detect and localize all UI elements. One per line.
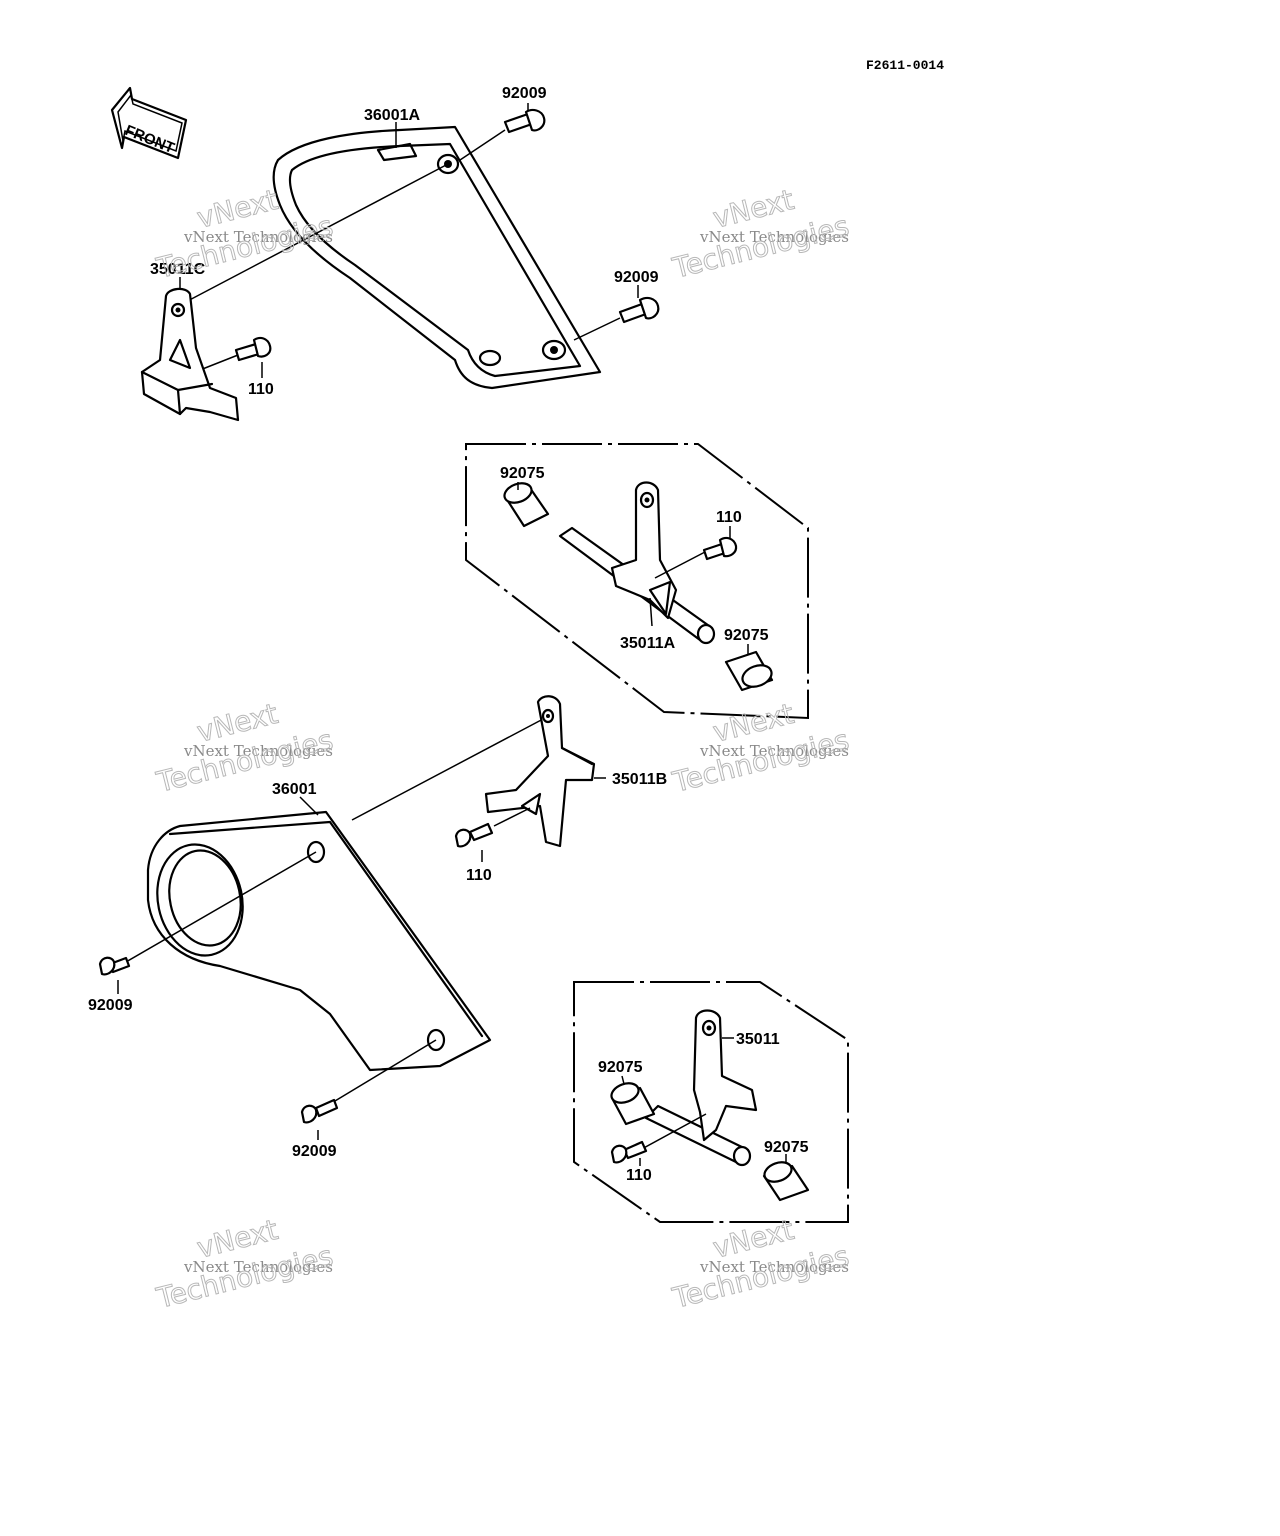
- front-arrow-icon: FRONT: [110, 86, 188, 160]
- detail-box-b: [573, 981, 849, 1223]
- bolt-icon: [618, 296, 660, 324]
- callout-110-box-a: 110: [716, 509, 742, 526]
- callout-92009-top: 92009: [502, 85, 547, 102]
- callout-35011c: 35011C: [150, 261, 206, 278]
- callout-110-top: 110: [248, 381, 274, 398]
- watermark: vNext vNext Technologies Technologies: [668, 182, 852, 285]
- callout-36001a: 36001A: [364, 107, 420, 124]
- collar-icon: [610, 1082, 656, 1126]
- bolt-icon: [98, 956, 131, 976]
- callout-92075-box-b-right: 92075: [764, 1139, 809, 1156]
- chain-guard-36001: [146, 810, 492, 1072]
- document-id: F2611-0014: [866, 58, 944, 73]
- callout-36001: 36001: [272, 781, 317, 798]
- callout-92009-bottom: 92009: [292, 1143, 337, 1160]
- callout-92075-box-a-bottom: 92075: [724, 627, 769, 644]
- svg-text:vNext Technologies: vNext Technologies: [183, 1258, 333, 1276]
- callout-35011: 35011: [736, 1031, 780, 1048]
- bolt-icon: [503, 108, 546, 134]
- bolt-icon: [300, 1098, 339, 1124]
- svg-text:vNext Technologies: vNext Technologies: [183, 742, 333, 760]
- collar-icon: [762, 1161, 810, 1202]
- callout-35011b: 35011B: [612, 771, 667, 788]
- detail-box-a: [465, 443, 809, 720]
- bracket-35011c: [140, 287, 240, 422]
- collar-icon: [503, 482, 550, 528]
- bolt-icon: [234, 336, 272, 362]
- watermark: vNext vNext Technologies Technologies: [668, 1212, 852, 1315]
- callout-92009-right: 92009: [614, 269, 659, 286]
- bracket-35011: [644, 1009, 758, 1167]
- bracket-35011b: [484, 695, 596, 848]
- watermark: vNext vNext Technologies Technologies: [668, 696, 852, 799]
- svg-text:vNext Technologies: vNext Technologies: [699, 1258, 849, 1276]
- callout-110-box-b: 110: [626, 1167, 652, 1184]
- callout-35011a: 35011A: [620, 635, 676, 652]
- watermark: vNext vNext Technologies Technologies: [152, 1212, 336, 1315]
- svg-text:vNext Technologies: vNext Technologies: [699, 228, 849, 246]
- bolt-icon: [702, 536, 738, 561]
- bolt-icon: [454, 822, 494, 848]
- collar-icon: [724, 650, 774, 692]
- svg-text:vNext Technologies: vNext Technologies: [699, 742, 849, 760]
- bracket-35011a: [558, 481, 716, 645]
- callout-92009-left: 92009: [88, 997, 133, 1014]
- chain-guard-36001a: [272, 125, 602, 390]
- callout-110-mid: 110: [466, 867, 492, 884]
- callout-92075-box-b-left: 92075: [598, 1059, 643, 1076]
- svg-text:vNext Technologies: vNext Technologies: [183, 228, 333, 246]
- bolt-icon: [610, 1140, 648, 1164]
- callout-92075-box-a-top: 92075: [500, 465, 545, 482]
